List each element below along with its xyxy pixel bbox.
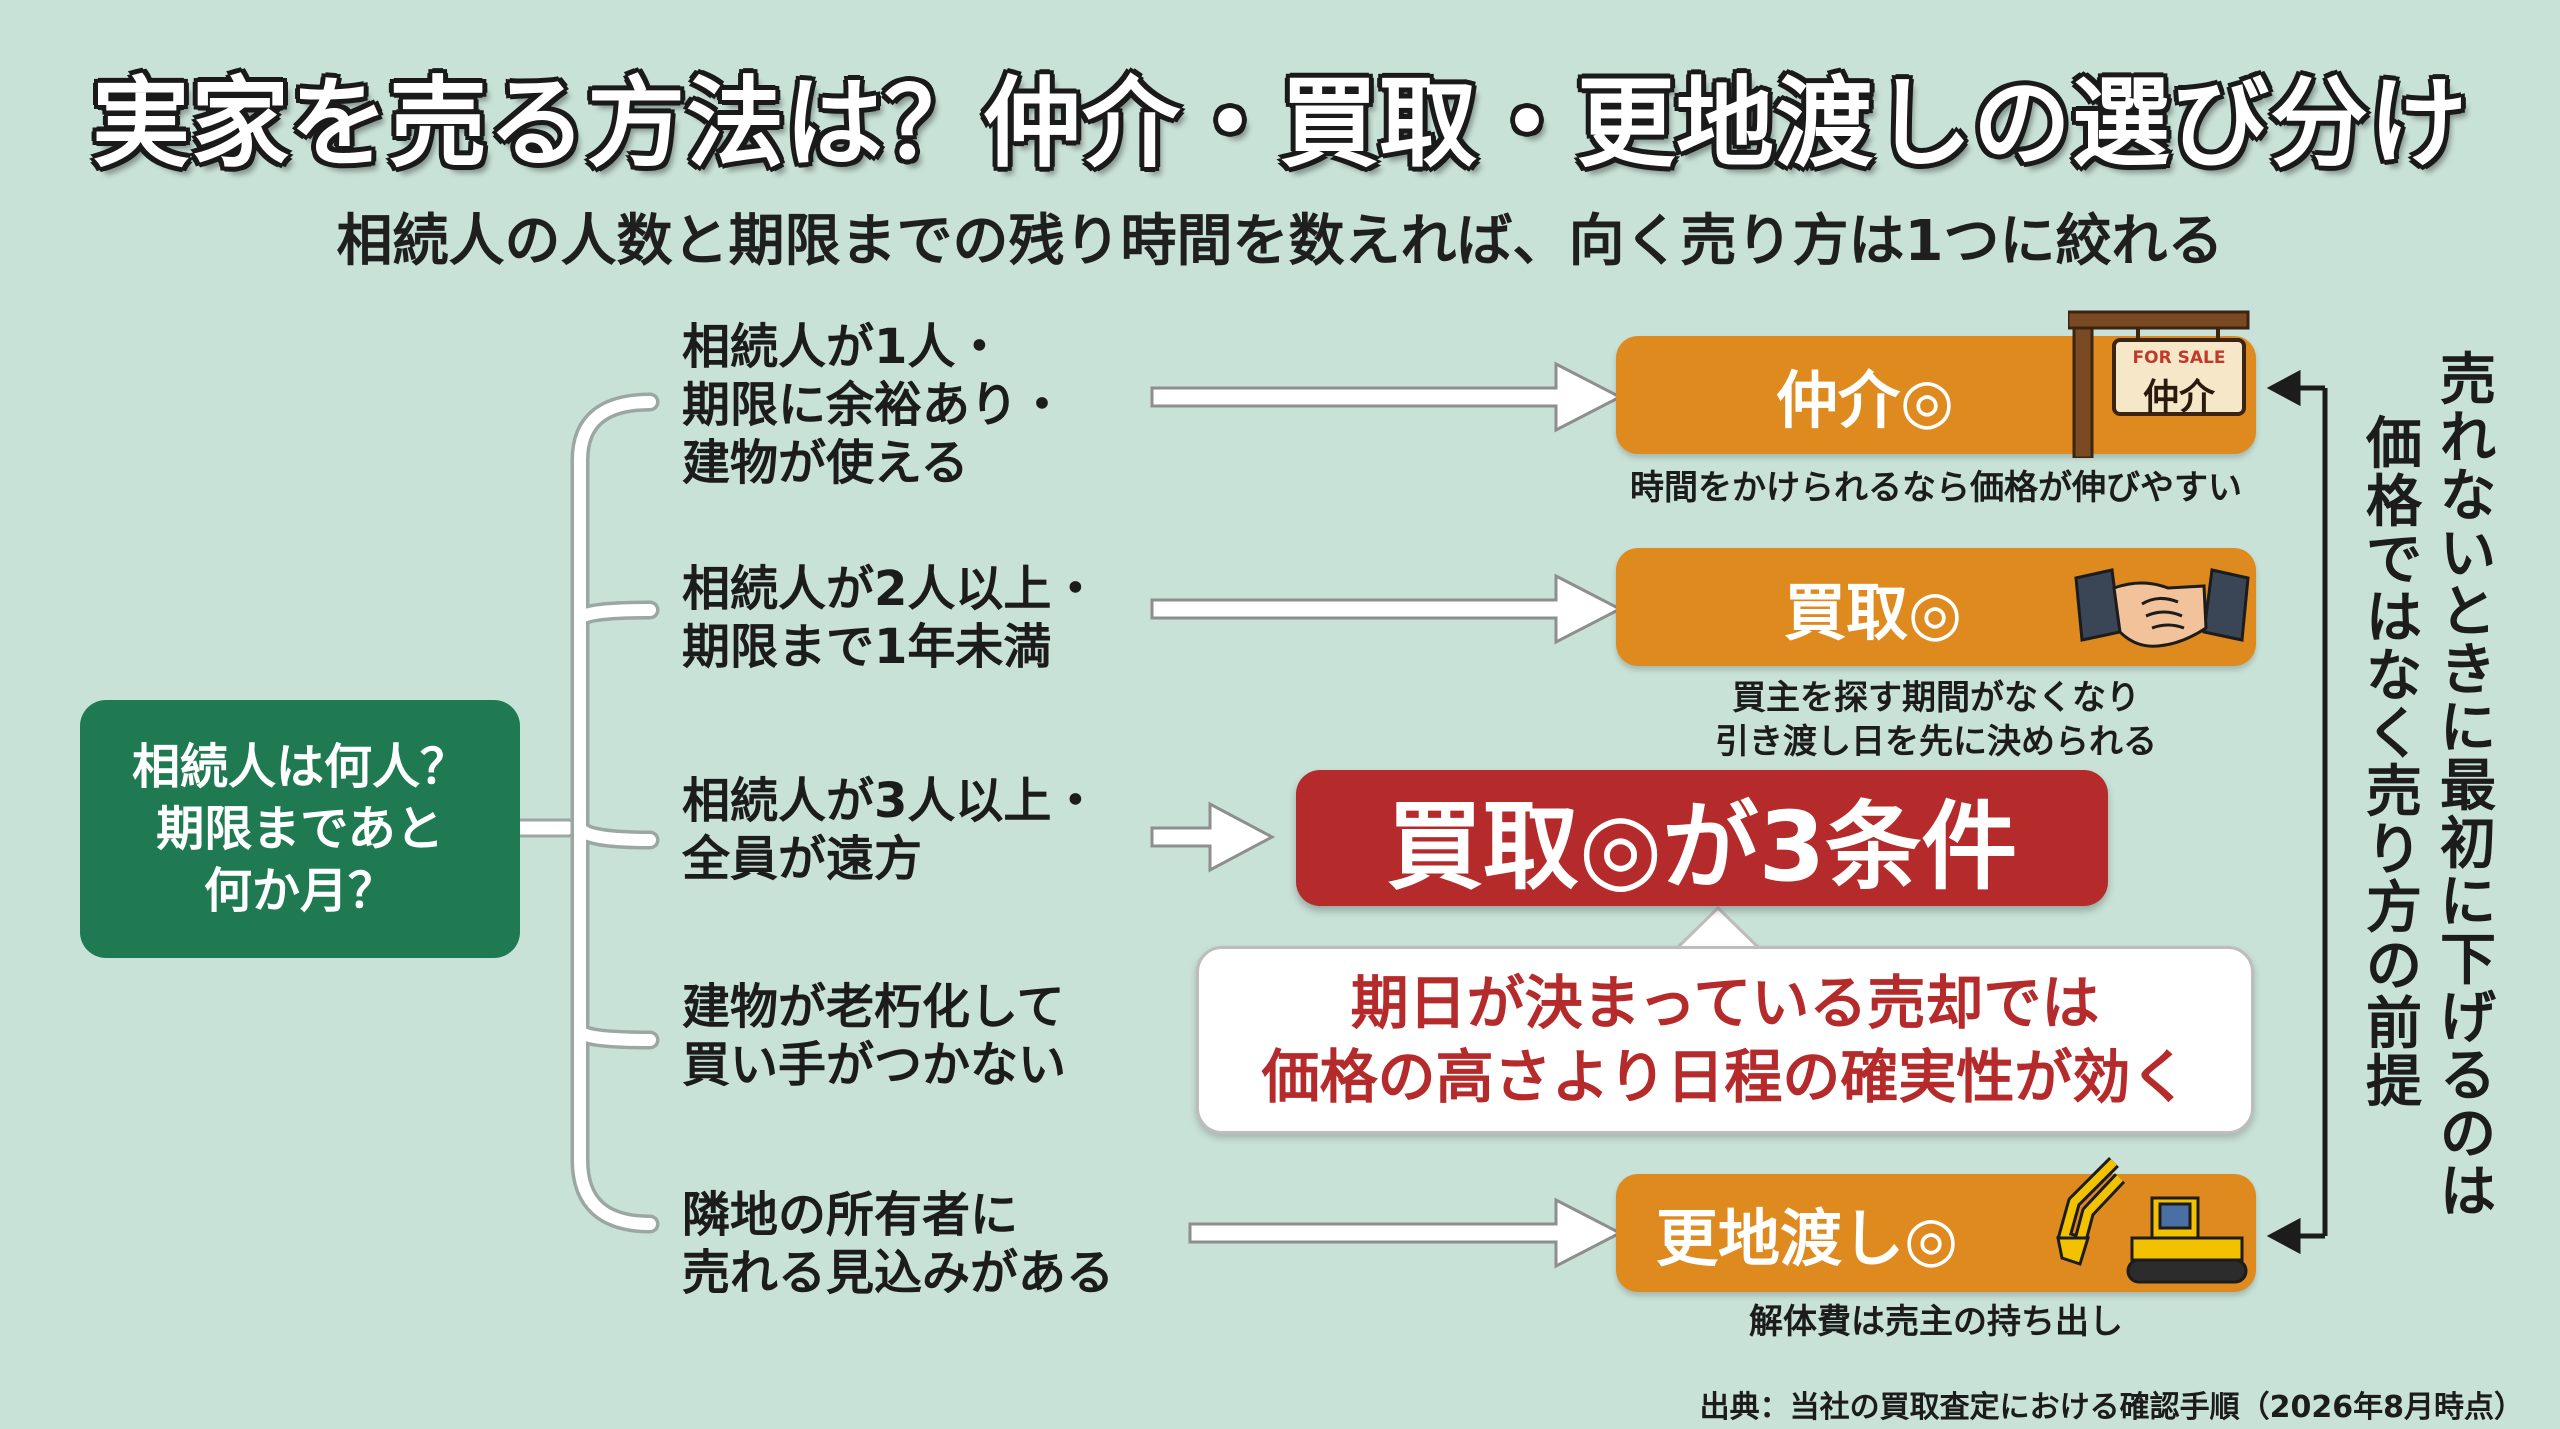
result-note-vacant-land: 解体費は売主の持ち出し (1749, 1302, 2123, 1342)
callout-pointer (1674, 905, 1762, 951)
side-double-arrow (2266, 369, 2328, 1255)
excavator-icon (2054, 1142, 2254, 1292)
condition-4: 建物が老朽化して 買い手がつかない (682, 979, 1067, 1093)
key-highlight-box: 買取◎が3条件 (1296, 770, 2108, 906)
condition-3: 相続人が3人以上・ 全員が遠方 (682, 773, 1100, 887)
callout-line-1: 期日が決まっている売却では (1350, 969, 2100, 1037)
result-note-buyout: 買主を探す期間がなくなり 引き渡し日を先に決められる (1715, 678, 2157, 762)
condition-2: 相続人が2人以上・ 期限まで1年未満 (682, 561, 1100, 675)
root-question-box: 相続人は何人？ 期限まであと 何か月？ (80, 700, 520, 958)
result-label-buyout: 買取◎ (1784, 576, 1963, 649)
condition-1: 相続人が1人・ 期限に余裕あり・ 建物が使える (682, 319, 1067, 491)
root-line-1: 相続人は何人？ (131, 739, 468, 795)
flow-arrows (1150, 361, 1624, 1269)
result-note-brokerage: 時間をかけられるなら価格が伸びやすい (1630, 468, 2242, 508)
result-label-vacant-land: 更地渡し◎ (1656, 1202, 1959, 1275)
root-line-2: 期限まであと (156, 801, 444, 857)
key-callout: 期日が決まっている売却では 価格の高さより日程の確実性が効く (1196, 946, 2254, 1134)
result-label-brokerage: 仲介◎ (1776, 364, 1955, 437)
root-line-3: 何か月？ (203, 863, 396, 919)
arrow-1 (1150, 361, 1624, 433)
arrow-2 (1150, 573, 1624, 645)
handshake-icon (2072, 548, 2252, 666)
condition-5: 隣地の所有者に 売れる見込みがある (682, 1187, 1115, 1301)
arrow-5 (1188, 1197, 1624, 1269)
page-subtitle: 相続人の人数と期限までの残り時間を数えれば、向く売り方は1つに絞れる (336, 209, 2224, 274)
for-sale-sign-icon: FOR SALE 仲介 (2066, 298, 2258, 460)
callout-line-2: 価格の高さより日程の確実性が効く (1261, 1043, 2189, 1111)
side-note-column-1: 売れないときに最初に下げるのは (2440, 348, 2496, 1225)
arrow-3 (1150, 801, 1276, 873)
sign-top-text: FOR SALE (2132, 348, 2226, 368)
side-note-column-2: 価格ではなく売り方の前提 (2366, 412, 2422, 1115)
page-title: 実家を売る方法は？仲介・買取・更地渡しの選び分け (91, 67, 2468, 181)
source-credit: 出典：当社の買取査定における確認手順（2026年8月時点） (1699, 1390, 2524, 1425)
sign-main-text: 仲介 (2142, 377, 2215, 418)
